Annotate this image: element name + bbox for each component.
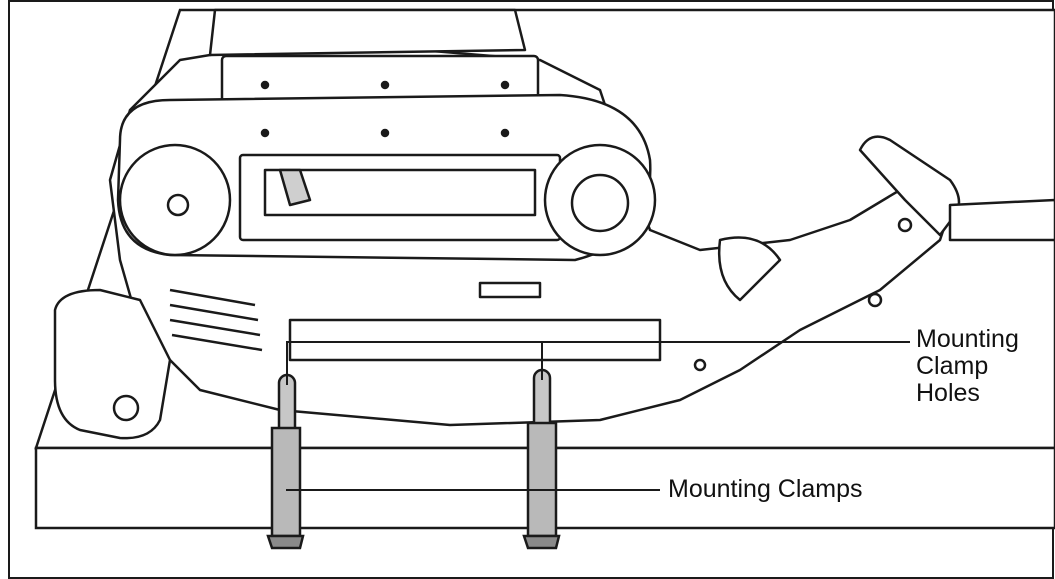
mounting-clamps-label: Mounting Clamps: [668, 475, 863, 503]
mounting-clamp-right: [522, 368, 561, 550]
label-line-3: Holes: [916, 379, 980, 407]
mounting-clamp-left: [266, 373, 305, 550]
leader-line-holes: [286, 341, 910, 385]
belt-sander-body: [53, 8, 1055, 440]
label-line-2: Clamp: [916, 352, 989, 380]
leader-lines: [286, 341, 910, 491]
label-line-1: Mounting: [916, 325, 1019, 353]
mounting-clamp-holes-label: Mounting Clamp Holes: [916, 326, 1019, 407]
